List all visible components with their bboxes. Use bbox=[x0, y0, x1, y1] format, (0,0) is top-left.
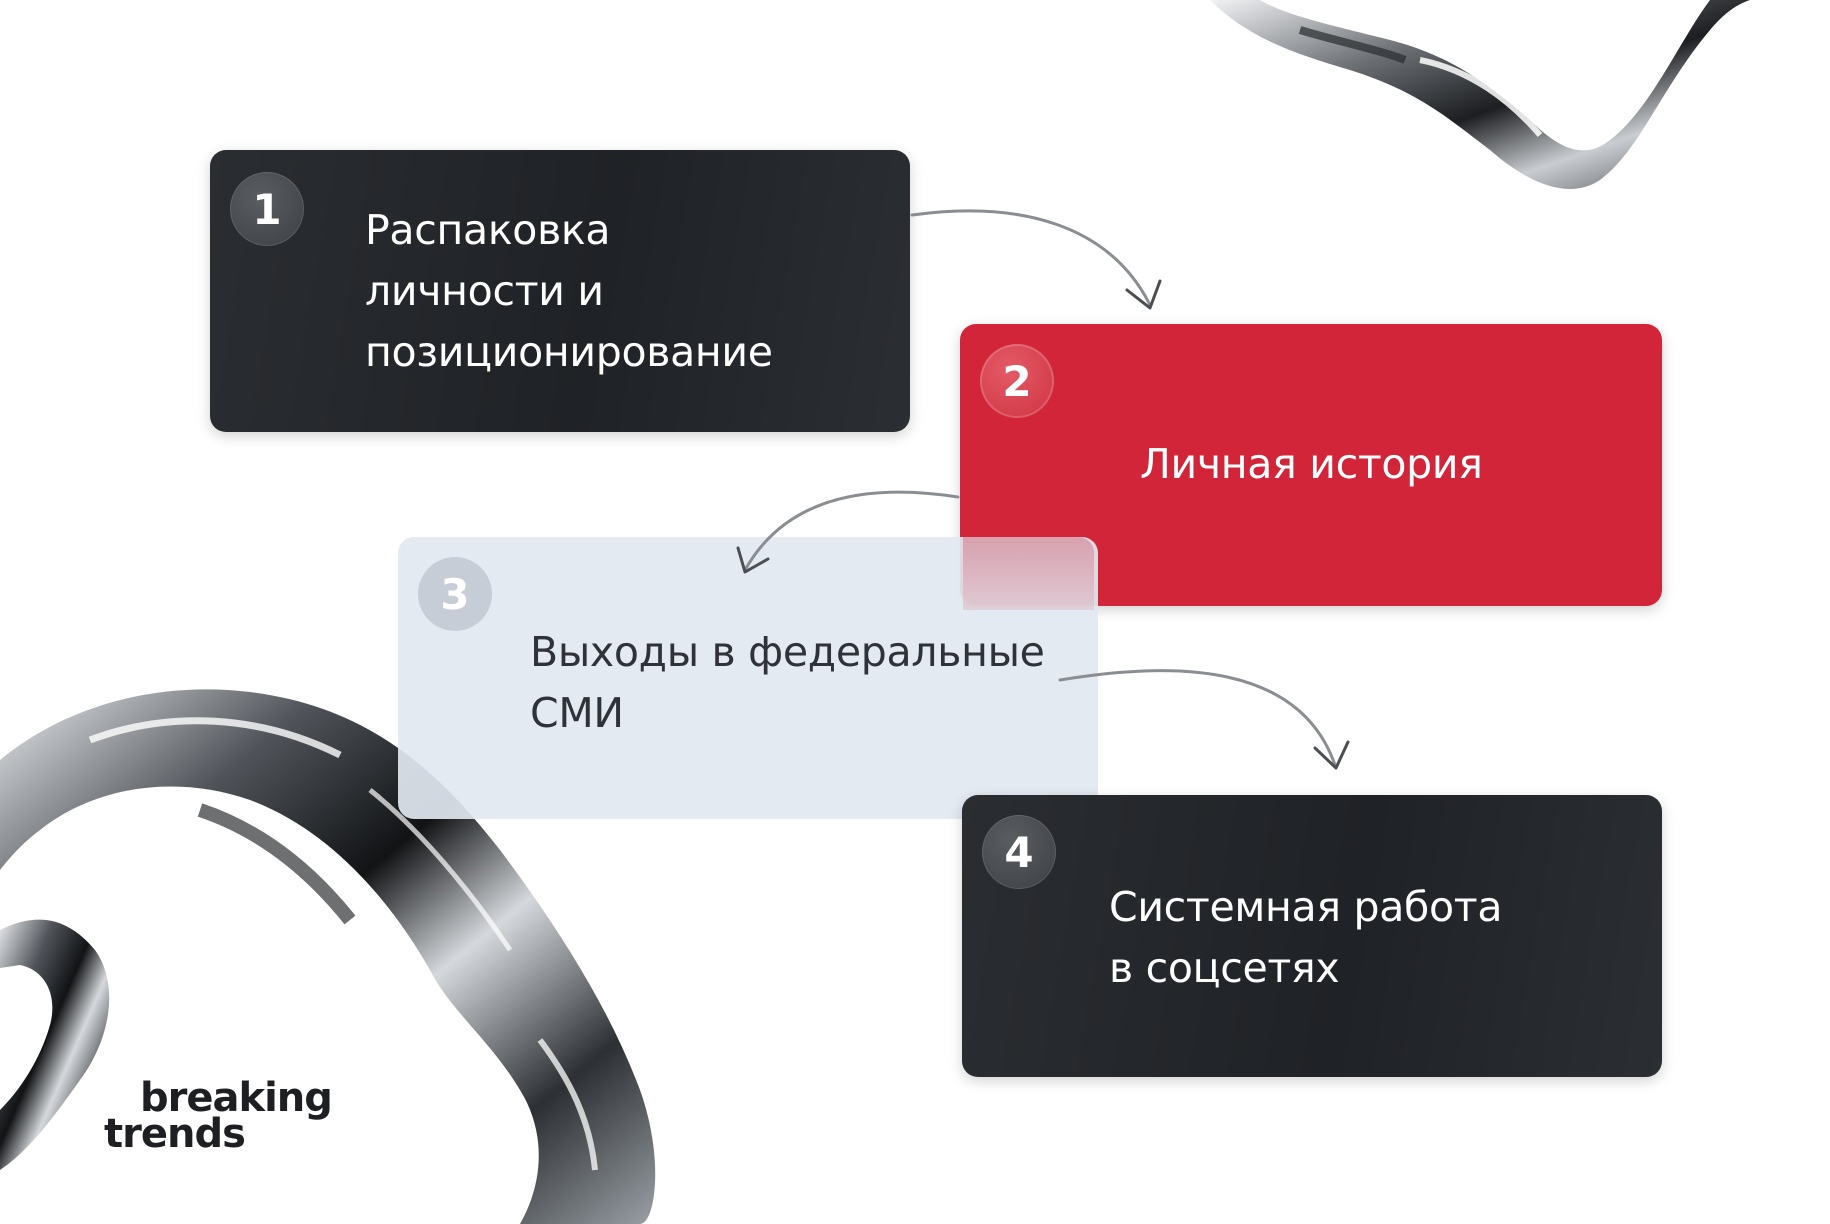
arrowhead-3-to-4 bbox=[1313, 740, 1350, 770]
step-label-3: Выходы в федеральные СМИ bbox=[530, 628, 1045, 737]
logo-line-1: breaking bbox=[140, 1075, 333, 1121]
step-number-badge-1: 1 bbox=[230, 172, 304, 246]
step-number-badge-4: 4 bbox=[982, 815, 1056, 889]
step-number-badge-3: 3 bbox=[418, 557, 492, 631]
arrow-3-to-4 bbox=[1058, 669, 1337, 767]
logo-line-2: trends bbox=[104, 1111, 246, 1157]
chrome-ribbon-bottom-left bbox=[0, 689, 656, 1224]
arrow-1-to-2 bbox=[910, 209, 1152, 307]
chrome-ribbon-top-right bbox=[1210, 0, 1750, 189]
step-label-4: Системная работа в соцсетях bbox=[1109, 883, 1503, 992]
step-card-1: 1 Распаковка личности и позиционирование bbox=[210, 150, 910, 432]
step-label-1: Распаковка личности и позиционирование bbox=[365, 206, 773, 376]
step-card-2: 2 Личная история bbox=[960, 324, 1662, 606]
arrowhead-1-to-2 bbox=[1125, 279, 1162, 310]
brand-logo: breaking trends bbox=[104, 1075, 333, 1157]
step-card-4: 4 Системная работа в соцсетях bbox=[962, 795, 1662, 1077]
step-number-badge-2: 2 bbox=[980, 344, 1054, 418]
card-overlap-tint bbox=[963, 537, 1094, 610]
step-label-2: Личная история bbox=[1140, 440, 1483, 488]
